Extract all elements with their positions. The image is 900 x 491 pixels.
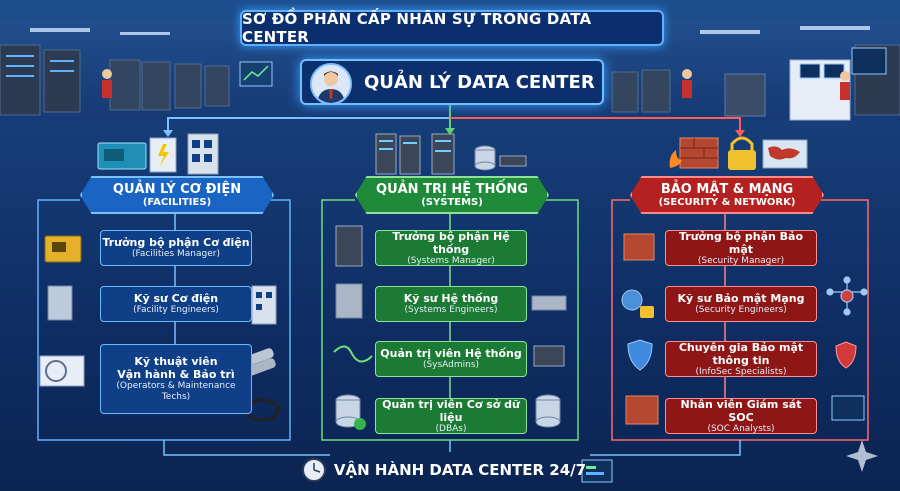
department-systems: QUẢN TRỊ HỆ THỐNG (SYSTEMS) (355, 176, 549, 214)
monitor-icon (239, 61, 273, 87)
database-icon (474, 145, 527, 171)
person-avatar-icon (310, 63, 352, 105)
department-name: BẢO MẬT & MẠNG (660, 181, 794, 197)
role-title: Nhân viên Giám sát SOC (680, 397, 802, 424)
role-dbas: Quản trị viên Cơ sở dữ liệu (DBAs) (375, 398, 527, 434)
ceiling-lights (30, 26, 870, 35)
role-title-line: Kỹ thuật viên (134, 355, 218, 368)
network-cable-icon (333, 345, 373, 363)
padlock-icon (621, 289, 654, 318)
server-rack-icon (375, 133, 455, 175)
role-title: Kỹ sư Cơ điện (133, 292, 219, 305)
department-name: QUẢN LÝ CƠ ĐIỆN (112, 181, 242, 197)
department-name: QUẢN TRỊ HỆ THỐNG (376, 181, 528, 197)
department-subtitle: (SECURITY & NETWORK) (658, 196, 796, 208)
generator-icon (44, 235, 82, 263)
manager-label: QUẢN LÝ DATA CENTER (364, 71, 595, 93)
role-operators-techs: Kỹ thuật viên Vận hành & Bảo trì (Operat… (100, 344, 252, 414)
network-nodes-icon (826, 276, 868, 316)
server-rack-icon (0, 44, 230, 116)
hvac-unit-icon (39, 355, 85, 387)
department-security: BẢO MẬT & MẠNG (SECURITY & NETWORK) (630, 176, 824, 214)
generator-icon (97, 142, 147, 170)
role-sysadmins: Quản trị viên Hệ thống (SysAdmins) (375, 341, 527, 377)
role-subtitle: (SOC Analysts) (707, 423, 775, 434)
role-subtitle: (Facility Engineers) (133, 305, 219, 315)
department-subtitle: (FACILITIES) (142, 196, 212, 208)
role-infosec-specialists: Chuyên gia Bảo mật thông tin (InfoSec Sp… (665, 341, 817, 377)
role-title: Trưởng bộ phận Cơ điện (102, 236, 250, 249)
department-subtitle: (SYSTEMS) (421, 196, 483, 208)
monitor-icon (799, 47, 887, 79)
firewall-icon (623, 233, 659, 425)
footer-label: VẬN HÀNH DATA CENTER 24/7 (333, 461, 587, 479)
footer-connectors (163, 440, 741, 456)
role-subtitle-line: (Operators & Maintenance (116, 381, 236, 391)
role-title-line: Vận hành & Bảo trì (117, 368, 235, 381)
server-rack-icon (335, 225, 567, 367)
role-subtitle-line: Techs) (161, 392, 191, 402)
role-facility-engineers: Kỹ sư Cơ điện (Facility Engineers) (100, 286, 252, 322)
role-title: Trưởng bộ phận Bảo mật (678, 229, 804, 256)
role-subtitle: (Facilities Manager) (132, 249, 220, 259)
role-security-engineers: Kỹ sư Bảo mật Mạng (Security Engineers) (665, 286, 817, 322)
role-title: Chuyên gia Bảo mật thông tin (678, 340, 804, 367)
monitor-icon (831, 395, 865, 421)
role-soc-analysts: Nhân viên Giám sát SOC (SOC Analysts) (665, 398, 817, 434)
dashboard-monitor-icon (581, 459, 613, 483)
department-facilities: QUẢN LÝ CƠ ĐIỆN (FACILITIES) (80, 176, 274, 214)
role-subtitle: (Systems Engineers) (404, 305, 498, 315)
role-subtitle: (Security Manager) (697, 255, 785, 266)
database-icon (335, 394, 561, 430)
role-subtitle: (InfoSec Specialists) (695, 366, 787, 377)
role-systems-engineers: Kỹ sư Hệ thống (Systems Engineers) (375, 286, 527, 322)
role-subtitle: (Security Engineers) (695, 305, 787, 315)
role-security-manager: Trưởng bộ phận Bảo mật (Security Manager… (665, 230, 817, 266)
manager-node: QUẢN LÝ DATA CENTER (300, 59, 604, 105)
role-subtitle: (DBAs) (435, 423, 467, 434)
electrical-panel-icon (47, 285, 277, 325)
role-title: Quản trị viên Cơ sở dữ liệu (382, 397, 520, 424)
role-title: Kỹ sư Hệ thống (403, 292, 499, 305)
role-facilities-manager: Trưởng bộ phận Cơ điện (Facilities Manag… (100, 230, 252, 266)
role-title: Kỹ sư Bảo mật Mạng (677, 292, 805, 305)
padlock-icon (728, 136, 756, 170)
role-subtitle: (Systems Manager) (407, 255, 495, 266)
manager-connectors (163, 101, 745, 137)
role-subtitle: (SysAdmins) (422, 360, 480, 370)
role-systems-manager: Trưởng bộ phận Hệ thống (Systems Manager… (375, 230, 527, 266)
role-title: Trưởng bộ phận Hệ thống (392, 229, 510, 256)
diagram-title: SƠ ĐỒ PHÂN CẤP NHÂN SỰ TRONG DATA CENTER (240, 10, 664, 46)
role-title: Quản trị viên Hệ thống (380, 347, 522, 360)
technician-figure-icon (102, 69, 850, 100)
sparkle-icon (846, 440, 878, 472)
clock-icon (302, 458, 326, 482)
world-map-icon (762, 139, 808, 169)
shield-icon (627, 339, 857, 371)
firewall-icon (669, 137, 719, 169)
electrical-panel-icon (149, 133, 219, 175)
